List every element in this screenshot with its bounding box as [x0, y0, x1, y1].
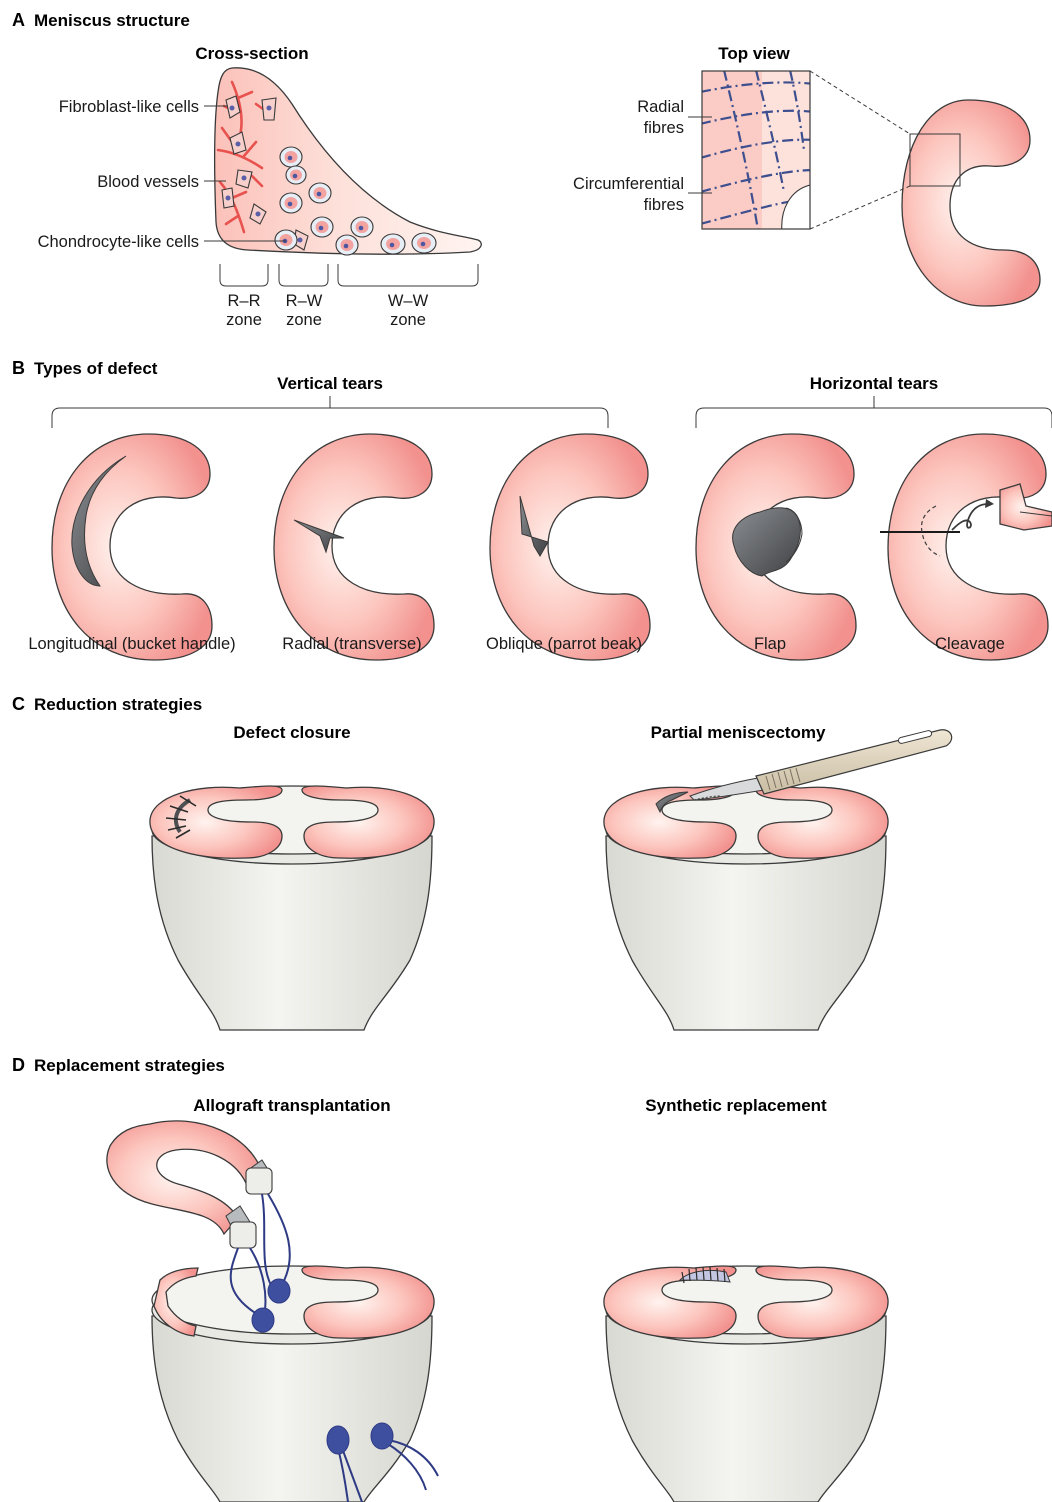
label-radial-fibres-1: Radial: [637, 98, 684, 116]
zone-ww-line1: W–W: [388, 292, 429, 310]
section-d: D Replacement strategies Allograft trans…: [12, 1055, 888, 1502]
bone-plug: [246, 1168, 272, 1194]
zone-ww-line2: zone: [390, 311, 426, 329]
section-a-title: Meniscus structure: [34, 11, 190, 30]
section-a: A Meniscus structure Cross-section Top v…: [12, 10, 1040, 329]
defect-label-longitudinal: Longitudinal (bucket handle): [28, 635, 235, 653]
horizontal-tears-title: Horizontal tears: [810, 374, 938, 393]
category-brackets: [52, 396, 1052, 428]
section-b: B Types of defect Vertical tears Horizon…: [12, 358, 1052, 660]
defect-longitudinal: [52, 434, 212, 660]
label-chondrocyte: Chondrocyte-like cells: [38, 233, 199, 251]
label-circ-fibres-1: Circumferential: [573, 175, 684, 193]
section-c-letter: C: [12, 694, 25, 714]
top-view-meniscus: [902, 100, 1040, 306]
defect-cleavage: [880, 434, 1052, 660]
knee-partial-meniscectomy: [604, 730, 952, 1030]
section-b-letter: B: [12, 358, 25, 378]
defect-label-oblique: Oblique (parrot beak): [486, 635, 642, 653]
cross-section-title: Cross-section: [195, 44, 308, 63]
section-c-title: Reduction strategies: [34, 695, 202, 714]
section-b-title: Types of defect: [34, 359, 158, 378]
bone-plug: [230, 1222, 256, 1248]
label-circ-fibres-2: fibres: [644, 196, 684, 214]
synthetic-title: Synthetic replacement: [645, 1096, 827, 1115]
section-d-letter: D: [12, 1055, 25, 1075]
label-radial-fibres-2: fibres: [644, 119, 684, 137]
zone-rw-line2: zone: [286, 311, 322, 329]
defect-closure-title: Defect closure: [233, 723, 350, 742]
zone-brackets: [220, 264, 478, 286]
defect-radial: [274, 434, 434, 660]
zone-rr-line2: zone: [226, 311, 262, 329]
label-blood-vessels: Blood vessels: [97, 173, 199, 191]
section-d-title: Replacement strategies: [34, 1056, 225, 1075]
defect-label-radial: Radial (transverse): [282, 635, 421, 653]
zone-rw-line1: R–W: [286, 292, 323, 310]
fibre-zoom-panel: [700, 70, 815, 232]
cross-section-wedge: [215, 68, 482, 254]
knee-allograft: [107, 1121, 438, 1502]
knee-defect-closure: [150, 786, 434, 1030]
zone-rr-line1: R–R: [227, 292, 260, 310]
top-view-title: Top view: [718, 44, 790, 63]
defect-oblique: [490, 434, 650, 660]
label-fibroblast: Fibroblast-like cells: [59, 98, 199, 116]
vertical-tears-title: Vertical tears: [277, 374, 383, 393]
allograft-title: Allograft transplantation: [193, 1096, 390, 1115]
partial-meniscectomy-title: Partial meniscectomy: [651, 723, 826, 742]
knee-synthetic: [604, 1266, 888, 1502]
section-c: C Reduction strategies Defect closure Pa…: [12, 694, 952, 1030]
defect-label-flap: Flap: [754, 635, 786, 653]
section-a-letter: A: [12, 10, 25, 30]
defect-flap: [696, 434, 856, 660]
defect-label-cleavage: Cleavage: [935, 635, 1005, 653]
